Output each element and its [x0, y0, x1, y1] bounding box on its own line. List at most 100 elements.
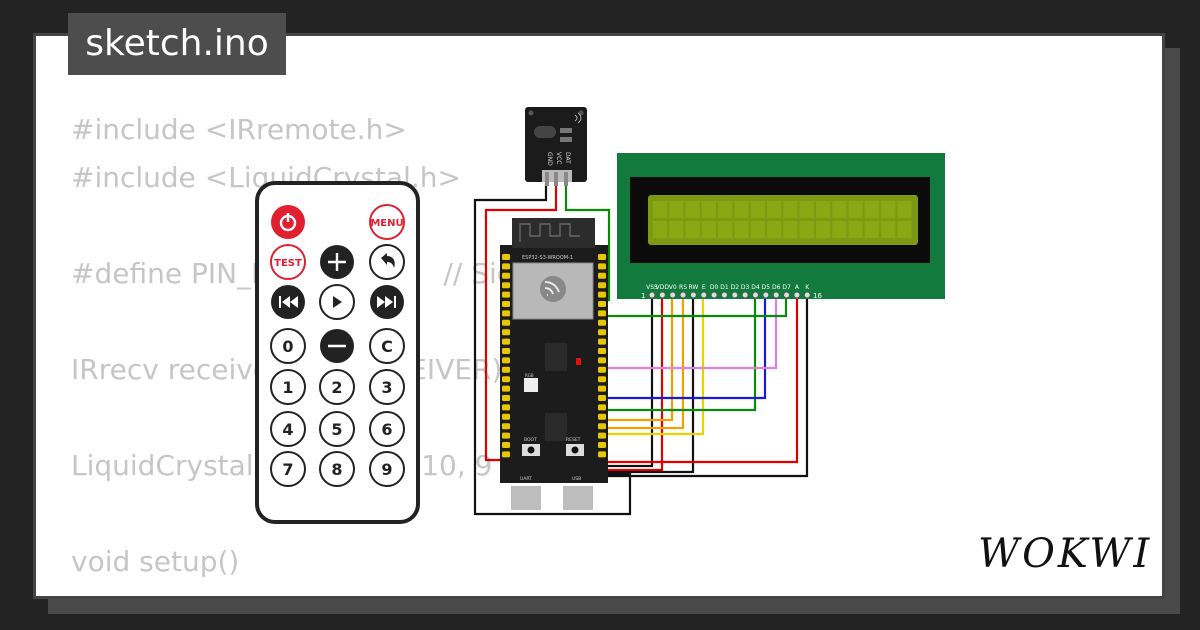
- remote-key-7[interactable]: 7: [270, 451, 306, 487]
- remote-key-9[interactable]: 9: [369, 451, 405, 487]
- remote-next-button[interactable]: [370, 285, 404, 319]
- esp32-pin-left[interactable]: [502, 329, 510, 336]
- lcd-cell: [734, 201, 749, 218]
- lcd-pin-label: D1: [720, 284, 729, 291]
- esp32-pin-left[interactable]: [502, 442, 510, 448]
- lcd-pin[interactable]: [700, 291, 707, 299]
- remote-key-5[interactable]: 5: [319, 411, 355, 447]
- esp32-pin-left[interactable]: [502, 263, 510, 270]
- code-line[interactable]: #include <IRremote.h>: [71, 113, 407, 146]
- remote-menu-button[interactable]: MENU: [369, 204, 405, 240]
- lcd-pin[interactable]: [762, 291, 769, 299]
- file-tab[interactable]: sketch.ino: [68, 13, 286, 75]
- lcd-pin-label: E: [702, 284, 706, 291]
- remote-prev-button[interactable]: [271, 285, 305, 319]
- remote-test-button[interactable]: TEST: [270, 244, 306, 280]
- lcd-pin[interactable]: [690, 291, 697, 299]
- svg-text:2: 2: [331, 378, 342, 397]
- esp32-pin-right[interactable]: [598, 432, 606, 439]
- lcd-pin[interactable]: [793, 291, 801, 299]
- esp32-pin-right[interactable]: [598, 442, 606, 448]
- remote-play-button[interactable]: [319, 284, 355, 320]
- esp32-pin-right[interactable]: [598, 357, 606, 364]
- lcd-pin[interactable]: [710, 291, 718, 299]
- esp32-pin-left[interactable]: [502, 348, 510, 354]
- esp32-pin-left[interactable]: [502, 395, 510, 401]
- remote-key-6[interactable]: 6: [369, 411, 405, 447]
- remote-key-0[interactable]: 0: [270, 328, 306, 364]
- esp32-pin-left[interactable]: [502, 423, 510, 430]
- esp32-pin-right[interactable]: [598, 366, 606, 373]
- remote-key-c[interactable]: C: [369, 328, 405, 364]
- esp32-pin-left[interactable]: [502, 291, 510, 298]
- esp32-pin-right[interactable]: [598, 395, 606, 401]
- esp32-pin-left[interactable]: [502, 376, 510, 383]
- lcd-pin[interactable]: [773, 291, 780, 299]
- lcd-pin[interactable]: [669, 291, 676, 299]
- code-line[interactable]: void setup(): [71, 545, 240, 578]
- esp32-pin-left[interactable]: [502, 272, 510, 279]
- remote-key-2[interactable]: 2: [319, 369, 355, 405]
- lcd-pin[interactable]: [783, 291, 790, 299]
- ir-remote[interactable]: MENU TEST: [255, 181, 420, 524]
- remote-minus-button[interactable]: [320, 329, 354, 363]
- esp32-board[interactable]: ESP32-S3-WROOM-1 RGB BOOT RESET UART USB: [500, 218, 608, 510]
- lcd-pin[interactable]: [679, 291, 687, 299]
- lcd-pin[interactable]: [742, 291, 749, 299]
- svg-text:7: 7: [282, 460, 293, 479]
- back-icon: [381, 253, 395, 268]
- esp32-pin-left[interactable]: [502, 338, 510, 345]
- esp32-pin-left[interactable]: [502, 254, 510, 260]
- esp32-pin-right[interactable]: [598, 413, 606, 420]
- esp32-pin-right[interactable]: [598, 282, 606, 289]
- esp32-pin-right[interactable]: [598, 348, 606, 354]
- lcd-pin[interactable]: [659, 291, 666, 299]
- esp32-pin-right[interactable]: [598, 385, 606, 392]
- ir-receiver[interactable]: GND VCC DAT: [525, 107, 587, 186]
- wire-lcd-vdd: [602, 296, 664, 472]
- lcd-pin-label: VSS: [646, 284, 658, 291]
- svg-text:WOKWI: WOKWI: [978, 531, 1150, 577]
- esp32-pin-left[interactable]: [502, 366, 510, 373]
- esp32-pin-left[interactable]: [502, 404, 510, 411]
- remote-power-button[interactable]: [271, 205, 305, 239]
- esp32-pin-right[interactable]: [598, 310, 606, 317]
- code-line[interactable]: {: [71, 586, 608, 596]
- esp32-pin-left[interactable]: [502, 357, 510, 364]
- esp32-pin-right[interactable]: [598, 329, 606, 336]
- esp32-pin-right[interactable]: [598, 423, 606, 430]
- remote-key-1[interactable]: 1: [270, 369, 306, 405]
- remote-back-button[interactable]: [369, 244, 405, 280]
- remote-key-4[interactable]: 4: [270, 411, 306, 447]
- esp32-pin-right[interactable]: [598, 404, 606, 411]
- esp32-pin-right[interactable]: [598, 254, 606, 260]
- esp32-pin-left[interactable]: [502, 310, 510, 317]
- remote-key-8[interactable]: 8: [319, 451, 355, 487]
- remote-plus-button[interactable]: [320, 245, 354, 279]
- lcd-pin[interactable]: [721, 291, 728, 299]
- esp32-pin-right[interactable]: [598, 451, 606, 458]
- wire-lcd-rs: [602, 296, 685, 430]
- esp32-pin-left[interactable]: [502, 282, 510, 289]
- esp32-pin-left[interactable]: [502, 451, 510, 458]
- svg-text:9: 9: [381, 460, 392, 479]
- lcd-pin[interactable]: [731, 291, 738, 299]
- esp32-pin-left[interactable]: [502, 413, 510, 420]
- remote-key-3[interactable]: 3: [369, 369, 405, 405]
- lcd-pin[interactable]: [648, 291, 656, 299]
- esp32-pin-left[interactable]: [502, 432, 510, 439]
- esp32-pin-right[interactable]: [598, 301, 606, 307]
- lcd-pin[interactable]: [752, 291, 759, 299]
- esp32-pin-left[interactable]: [502, 385, 510, 392]
- esp32-pin-right[interactable]: [598, 338, 606, 345]
- wokwi-logo[interactable]: WOKWI: [978, 527, 1150, 577]
- esp32-pin-right[interactable]: [598, 263, 606, 270]
- esp32-pin-right[interactable]: [598, 291, 606, 298]
- esp32-pin-left[interactable]: [502, 301, 510, 307]
- esp32-pin-left[interactable]: [502, 319, 510, 326]
- esp32-pin-right[interactable]: [598, 272, 606, 279]
- lcd-pin[interactable]: [804, 291, 811, 299]
- esp32-pin-right[interactable]: [598, 376, 606, 383]
- esp32-pin-right[interactable]: [598, 319, 606, 326]
